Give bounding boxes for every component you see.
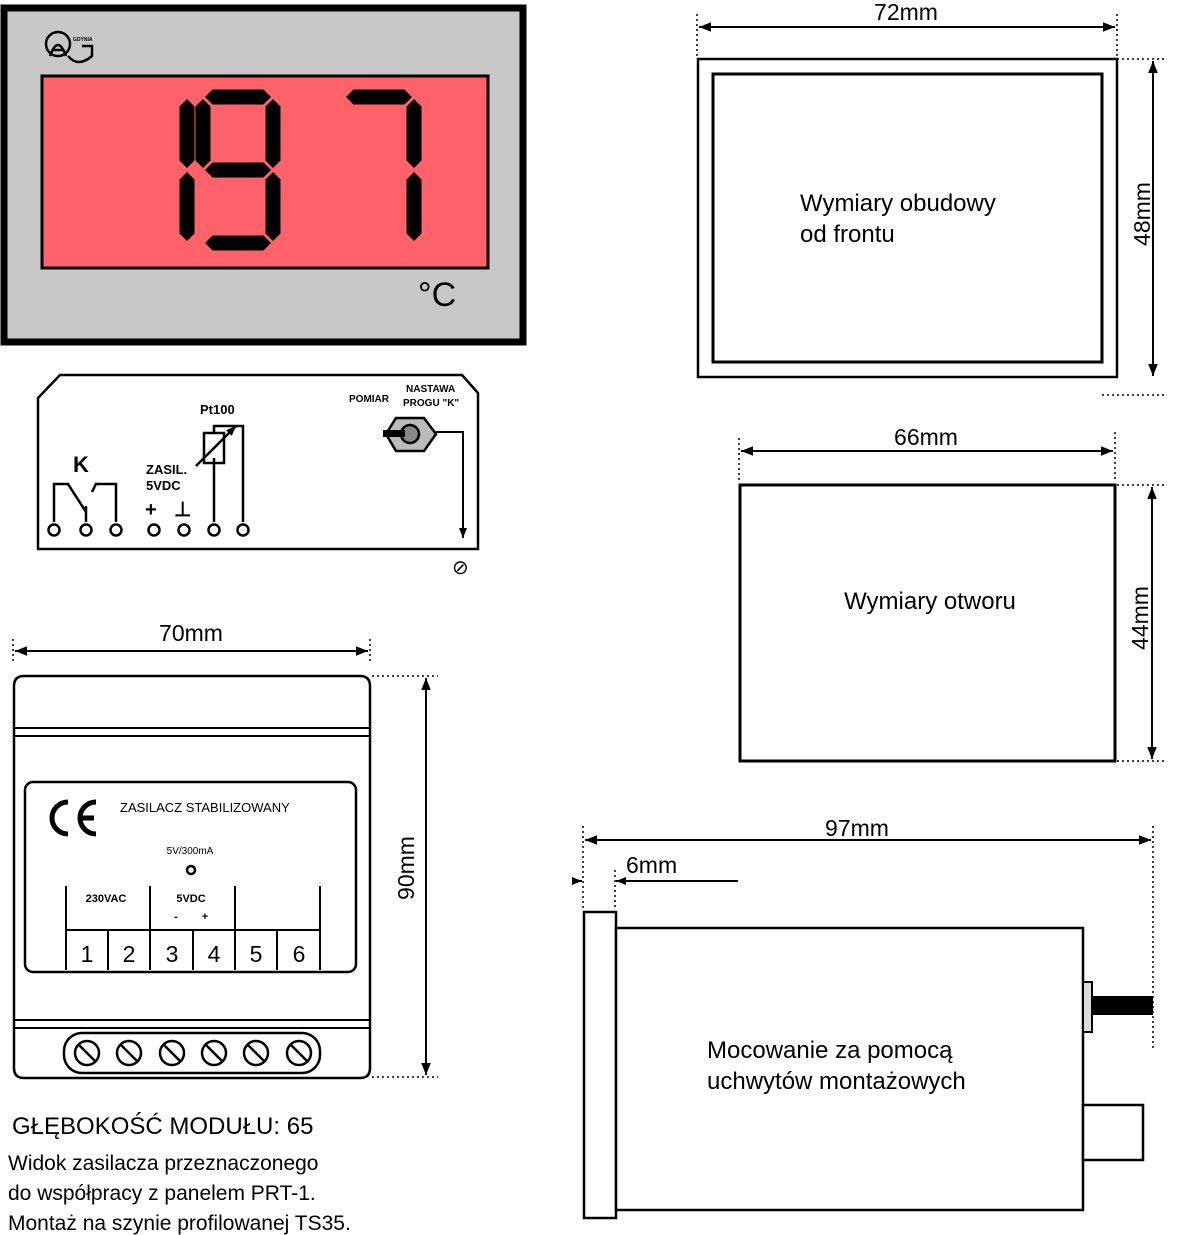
sensor-label: Pt100 [200,402,235,417]
psu-title: ZASILACZ STABILIZOWANY [120,800,290,815]
digit-2-segment-g [205,162,271,178]
front-panel: GDYNIA °C [0,4,527,346]
pot-label-right-line2: PROGU "K" [403,398,459,409]
rear-terminal-row [47,523,250,537]
terminal-1 [47,523,61,537]
power-led-indicator [185,864,197,876]
psu-rating: 5V/300mA [167,846,214,857]
cutout-outline [738,483,1117,763]
screw-2-icon [115,1039,143,1067]
module-depth-heading: GŁĘBOKOŚĆ MODUŁU: 65 [12,1112,313,1140]
bezel-label: 6mm [626,852,677,878]
ground-symbol: ⊥ [174,499,191,521]
relay-contact-icon [52,482,118,522]
psu-terminal-number: 1 [81,941,94,967]
psu-height-label: 90mm [393,836,419,900]
terminal-7 [236,523,250,537]
side-view: 97mm 6mm Mocowanie za pomocą uchwytów mo… [572,815,1154,1220]
psu-terminal-number: 2 [123,941,136,967]
digit-3-segment-b [406,99,422,168]
digit-3-segment-a [346,89,412,105]
potentiometer-knob-icon [383,416,438,453]
rear-terminal-view: K ZASIL. 5VDC + ⊥ Pt100 POMIAR [36,373,480,579]
psu-terminal-number: 6 [293,941,306,967]
screw-6-icon [285,1039,313,1067]
terminal-6 [207,523,221,537]
pot-label-right-line1: NASTAWA [406,384,455,395]
psu-terminal-number: 3 [166,941,179,967]
front-caption-line2: od frontu [800,221,895,248]
psu-terminal-number: 5 [250,941,263,967]
display-digits [179,89,422,251]
terminal-4 [147,523,161,537]
side-depth-label: 97mm [825,815,889,841]
terminal-2 [79,523,93,537]
description-line-1: Widok zasilacza przeznaczonego [8,1152,319,1175]
psu-plus: + [202,911,208,923]
supply-label-line1: ZASIL. [146,462,187,477]
psu-screws [73,1039,313,1067]
pt100-sensor-icon [195,424,245,522]
logo-small-text: GDYNIA [73,37,93,43]
front-dimension-view: 72mm Wymiary obudowy od frontu 48mm [696,0,1165,396]
psu-terminal-block [65,886,321,970]
cutout-dimension-view: 66mm Wymiary otworu 44mm [738,424,1165,763]
terminal-3 [109,523,123,537]
cutout-caption: Wymiary otworu [844,588,1016,615]
display-unit: °C [418,276,456,314]
digit-2-segment-b [265,99,281,168]
side-bezel [582,910,618,1220]
front-height-label: 48mm [1129,182,1155,246]
front-width-label: 72mm [874,0,938,25]
digit-3-segment-c [406,172,422,241]
shaft-collar [1082,981,1093,1033]
screw-5-icon [242,1039,270,1067]
pot-label-left: POMIAR [349,394,390,405]
front-caption-line1: Wymiary obudowy [800,190,996,217]
screw-1-icon [73,1039,101,1067]
psu-terminal-numbers: 1 2 3 4 5 6 [81,941,306,967]
cutout-width-label: 66mm [894,424,958,450]
side-caption-line1: Mocowanie za pomocą [707,1037,953,1064]
psu-terminal-number: 4 [208,941,221,967]
pot-adjust-arrow [436,431,467,538]
psu-label-plate [23,780,358,974]
plus-symbol: + [145,499,157,521]
description-line-2: do współpracy z panelem PRT-1. [8,1182,316,1205]
psu-input-label: 230VAC [86,893,127,905]
digit-1-segment-b [179,99,195,168]
description-line-3: Montaż na szynie profilowanej TS35. [8,1212,351,1235]
pot-shaft [1092,996,1153,1015]
psu-screw-strip [62,1031,322,1075]
side-housing [614,926,1085,1212]
rear-housing-outline [36,373,480,551]
front-outline-inner [711,72,1104,364]
rear-connector [1081,1103,1145,1162]
digit-2-segment-f [195,99,211,168]
side-caption-line2: uchwytów montażowych [707,1068,966,1095]
terminal-5 [177,523,191,537]
digit-1-segment-c [179,172,195,241]
screw-4-icon [200,1039,228,1067]
power-supply-module: 70mm 90mm ZASILACZ STABILIZOWANY 5V/300m… [12,620,438,1080]
digit-2-segment-a [205,89,271,105]
psu-minus: - [174,911,178,923]
manufacturer-logo-icon: GDYNIA [44,30,94,64]
supply-label-line2: 5VDC [146,478,181,493]
psu-output-label: 5VDC [176,893,205,905]
screw-3-icon [158,1039,186,1067]
ce-mark-icon [49,799,97,837]
psu-width-label: 70mm [159,620,223,646]
digit-2-segment-c [265,172,281,241]
digit-2-segment-d [205,235,271,251]
relay-label: K [73,452,89,477]
cutout-height-label: 44mm [1127,586,1153,650]
screw-symbol: ⊘ [452,557,469,579]
